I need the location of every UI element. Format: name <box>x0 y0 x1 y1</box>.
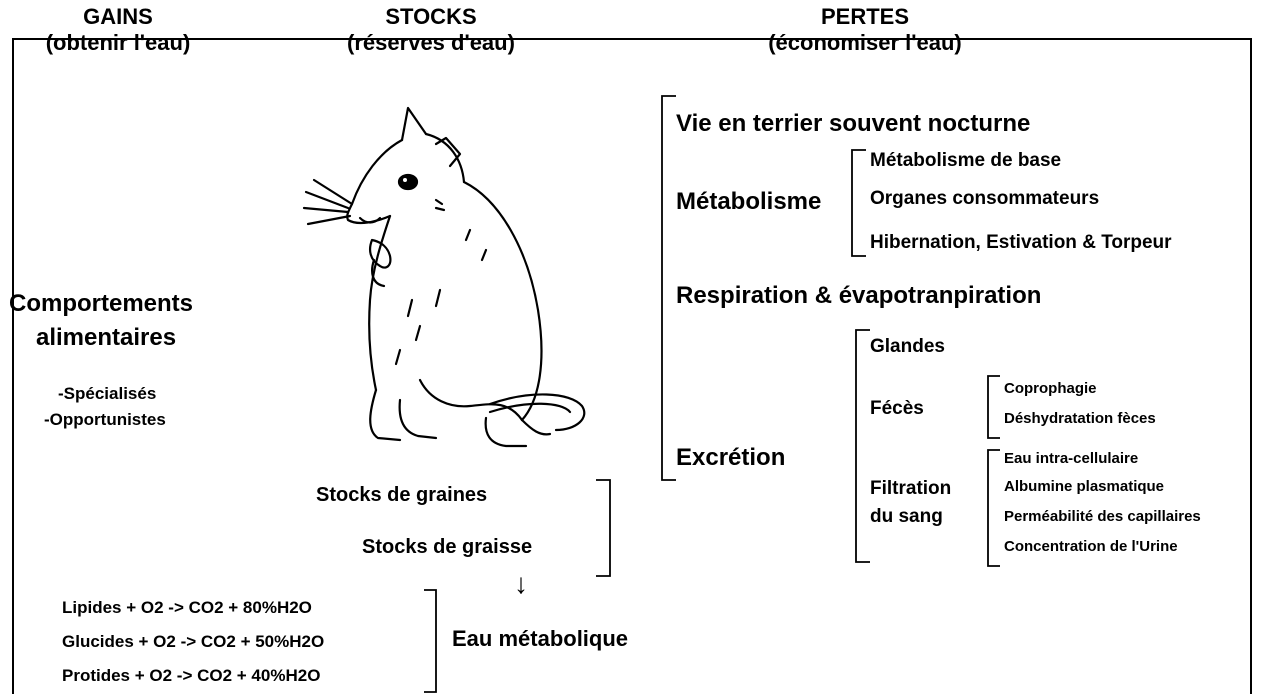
bracket-feces <box>988 376 1000 438</box>
bracket-filtration <box>988 450 1000 566</box>
bracket-reactions <box>424 590 436 692</box>
bracket-metabolism <box>852 150 866 256</box>
bracket-pertes <box>662 96 676 480</box>
bracket-stocks <box>596 480 610 576</box>
bracket-excretion <box>856 330 870 562</box>
